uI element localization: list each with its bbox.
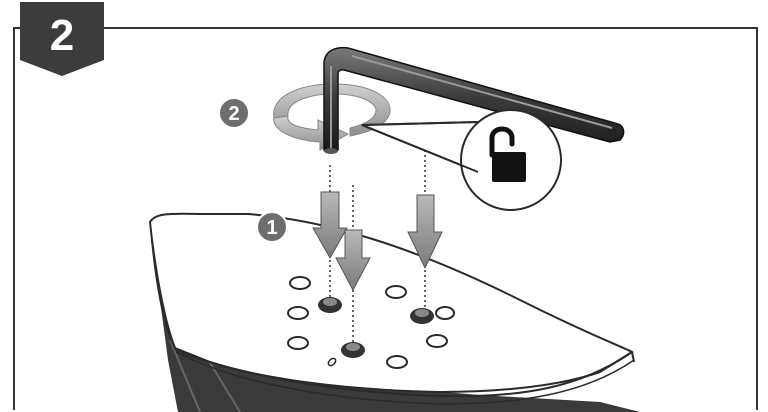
screw-head — [318, 297, 342, 313]
screw-head — [341, 342, 365, 358]
padlock-open-icon — [489, 126, 526, 182]
hole — [435, 306, 455, 320]
hole — [385, 285, 407, 299]
hex-key-icon — [323, 46, 625, 154]
hole — [287, 306, 309, 320]
unlock-detail-bubble — [361, 109, 562, 211]
hole — [289, 276, 311, 290]
mounting-holes — [287, 276, 455, 369]
hole — [386, 355, 408, 369]
step-number: 2 — [50, 11, 74, 60]
callout-2: 2 — [218, 97, 250, 129]
step-badge: 2 — [20, 2, 104, 76]
down-arrow-icon — [312, 191, 348, 260]
down-arrow-icon — [407, 194, 443, 270]
insert-arrows — [312, 191, 443, 292]
callout-number: 1 — [266, 217, 277, 239]
stand-base — [148, 212, 640, 412]
callout-1: 1 — [256, 211, 288, 243]
hole — [287, 336, 309, 350]
frame-border — [13, 27, 758, 410]
screws — [318, 297, 434, 367]
down-arrow-icon — [335, 229, 371, 292]
screw-head — [410, 308, 434, 324]
hole — [426, 334, 448, 348]
callout-number: 2 — [228, 103, 239, 125]
